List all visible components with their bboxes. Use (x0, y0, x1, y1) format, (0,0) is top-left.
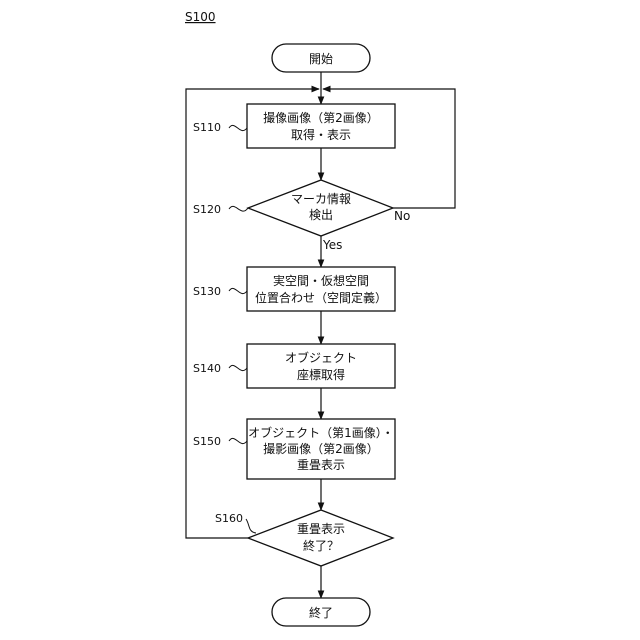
s120-yes-label: Yes (322, 238, 342, 252)
s120-line-2: 検出 (309, 208, 333, 222)
s150-line-2: 撮影画像（第2画像） (263, 442, 379, 456)
s130-line-2: 位置合わせ（空間定義） (255, 290, 387, 305)
s130-line-1: 実空間・仮想空間 (273, 273, 369, 288)
start-text: 開始 (309, 52, 333, 66)
s160-decision (248, 510, 393, 566)
s120-step-label: S120 (193, 203, 221, 216)
s110-line-1: 撮像画像（第2画像） (263, 111, 379, 125)
s140-line-2: 座標取得 (297, 367, 345, 382)
s120-leader (229, 206, 248, 211)
s120-line-1: マーカ情報 (291, 192, 351, 206)
figure-label: S100 (185, 10, 216, 24)
s160-line-1: 重畳表示 (297, 522, 345, 536)
s130-step-label: S130 (193, 285, 221, 298)
s120-no-label: No (394, 209, 410, 223)
s110-step-label: S110 (193, 121, 221, 134)
s140-line-1: オブジェクト (285, 350, 357, 365)
s160-line-2: 終了？ (303, 538, 339, 553)
s150-step-label: S150 (193, 435, 221, 448)
s150-line-1: オブジェクト（第1画像）・ (248, 425, 394, 440)
s140-step-label: S140 (193, 362, 221, 375)
end-text: 終了 (309, 605, 333, 620)
s110-leader (229, 125, 247, 130)
s150-leader (229, 438, 247, 443)
s160-step-label: S160 (215, 512, 243, 525)
s110-line-2: 取得・表示 (291, 127, 351, 142)
s130-leader (229, 288, 247, 293)
s150-line-3: 重畳表示 (297, 458, 345, 472)
s140-leader (229, 365, 247, 370)
s160-leader (246, 519, 256, 533)
